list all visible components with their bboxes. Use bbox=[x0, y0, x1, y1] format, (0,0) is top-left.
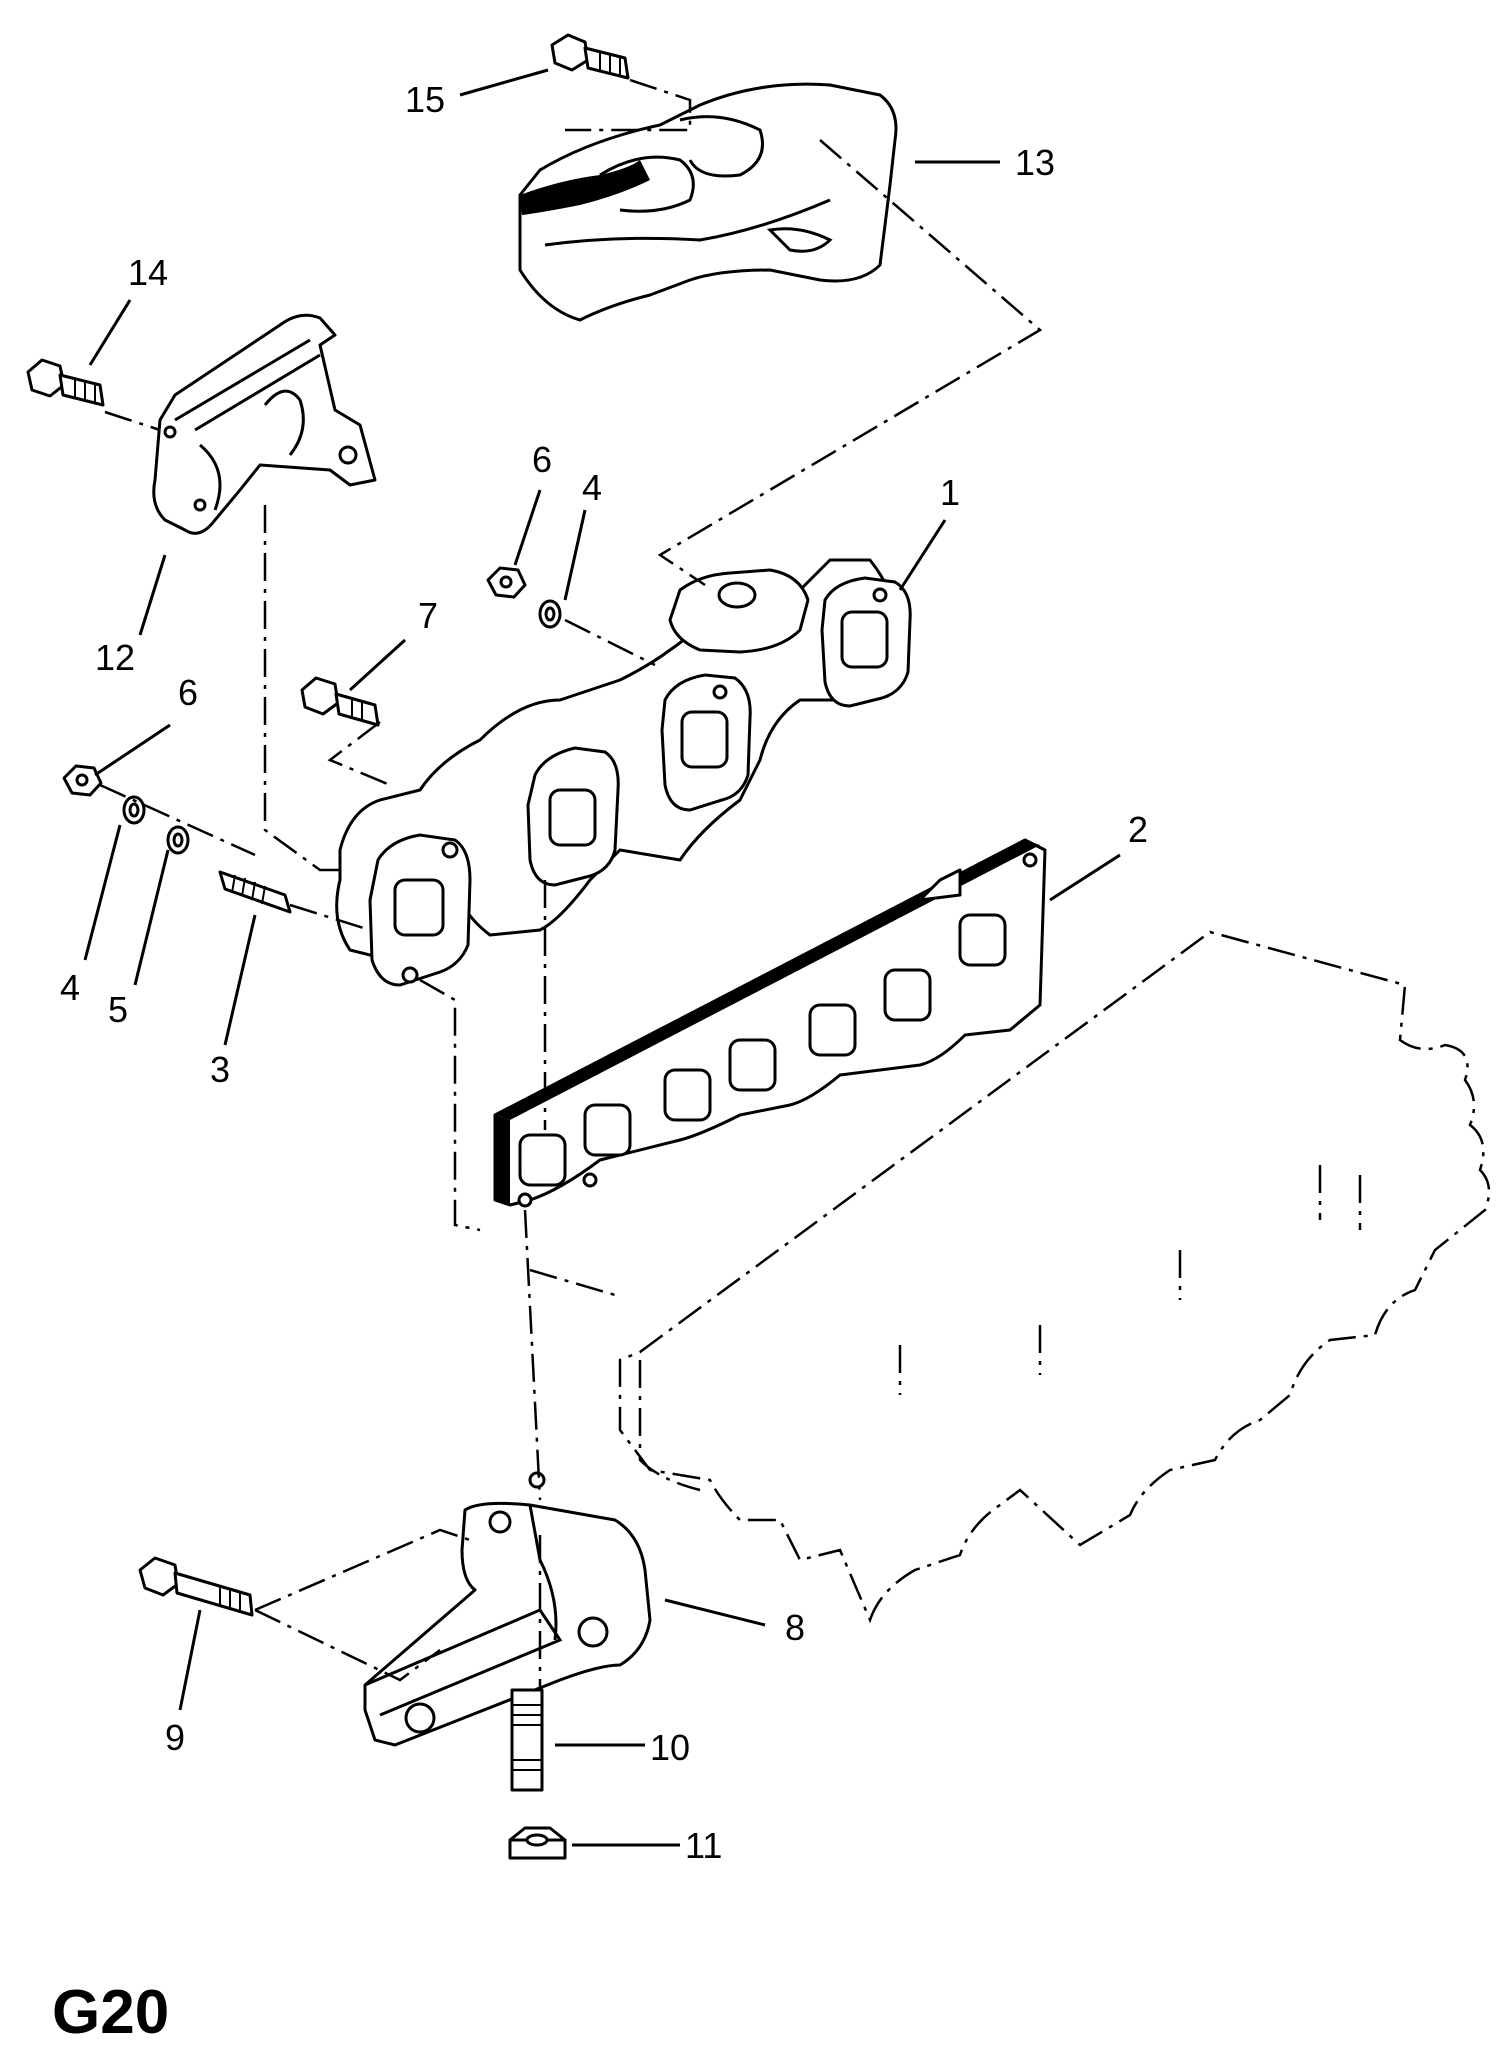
callout-10: 10 bbox=[650, 1727, 690, 1768]
bolt-15 bbox=[550, 33, 630, 80]
washer-5 bbox=[166, 825, 190, 855]
exhaust-manifold bbox=[335, 558, 912, 987]
callout-12: 12 bbox=[95, 637, 135, 678]
callout-7: 7 bbox=[418, 595, 438, 636]
callout-8: 8 bbox=[785, 1607, 805, 1648]
nut-6-lower bbox=[62, 764, 103, 797]
washer-4-upper bbox=[538, 599, 562, 629]
callout-15: 15 bbox=[405, 79, 445, 120]
washer-4-lower bbox=[122, 795, 146, 825]
bolt-9 bbox=[138, 1556, 254, 1617]
callouts: 15 13 14 12 6 4 1 7 6 2 4 5 3 8 9 10 11 bbox=[60, 79, 1148, 1866]
leader-lines bbox=[83, 68, 1121, 1847]
callout-11: 11 bbox=[685, 1825, 722, 1866]
callout-4-upper: 4 bbox=[582, 467, 602, 508]
nut-11 bbox=[508, 1826, 567, 1860]
page-code: G20 bbox=[52, 1978, 169, 2047]
bolt-7 bbox=[300, 676, 380, 727]
bracket-8 bbox=[363, 1471, 652, 1747]
assembly-lines bbox=[99, 78, 1043, 1690]
bracket-12 bbox=[152, 313, 377, 535]
callout-3: 3 bbox=[210, 1049, 230, 1090]
callout-4-lower: 4 bbox=[60, 967, 80, 1008]
stud-3 bbox=[218, 870, 292, 914]
callout-2: 2 bbox=[1128, 809, 1148, 850]
heat-shield-upper bbox=[518, 82, 898, 322]
callout-6-lower: 6 bbox=[178, 672, 198, 713]
stud-10 bbox=[510, 1688, 544, 1792]
manifold-gasket bbox=[493, 838, 1047, 1208]
callout-6-upper: 6 bbox=[532, 439, 552, 480]
callout-5: 5 bbox=[108, 989, 128, 1030]
callout-1: 1 bbox=[940, 472, 960, 513]
callout-9: 9 bbox=[165, 1717, 185, 1758]
nut-6-upper bbox=[486, 566, 527, 599]
callout-13: 13 bbox=[1015, 142, 1055, 183]
cylinder-head-outline bbox=[618, 930, 1491, 1624]
callout-14: 14 bbox=[128, 252, 168, 293]
bolt-14 bbox=[26, 358, 105, 407]
